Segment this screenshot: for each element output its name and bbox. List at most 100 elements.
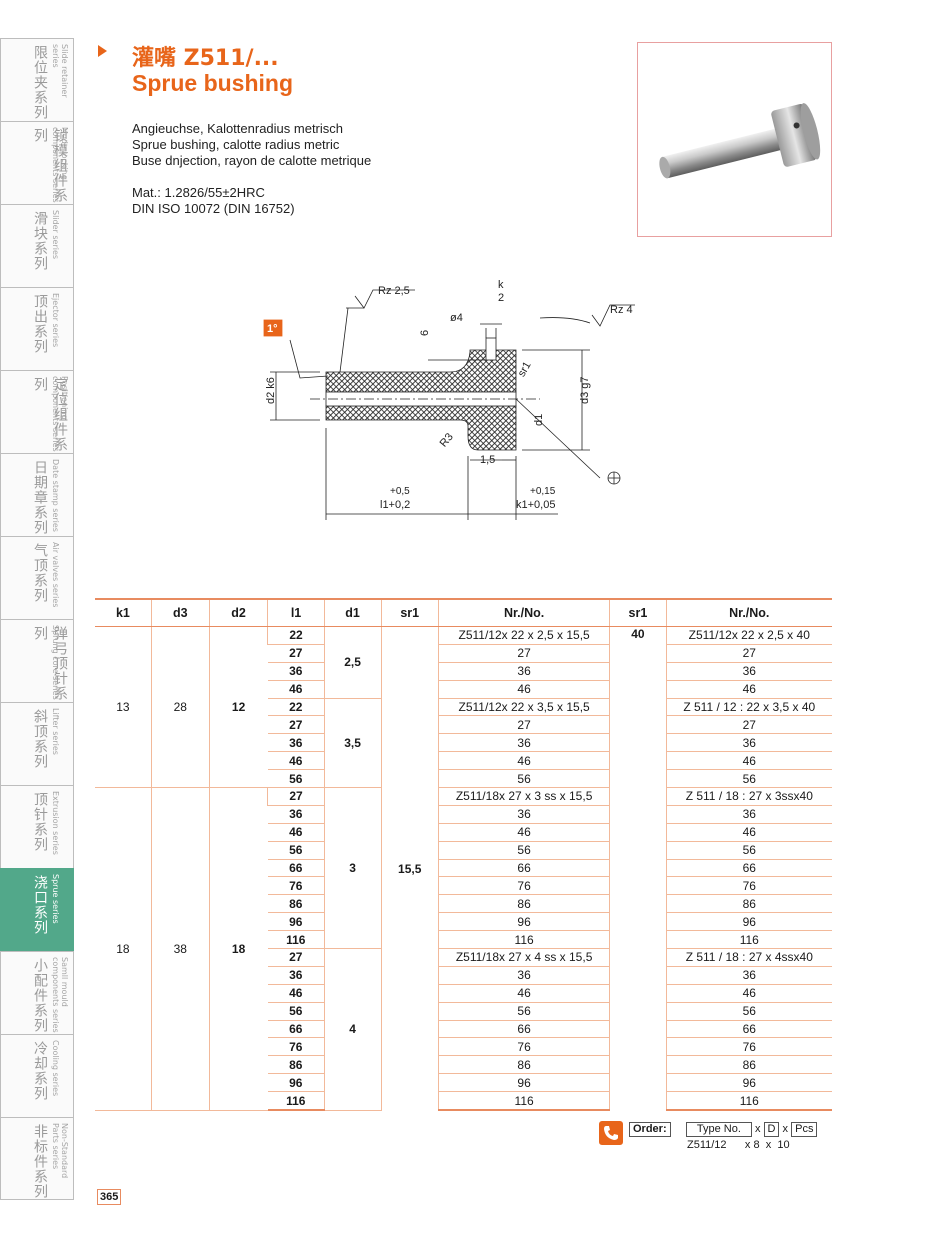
header-k1: k1 xyxy=(95,598,152,627)
cell-nr-1: 96 xyxy=(437,1073,610,1093)
cell-l1: 36 xyxy=(267,805,325,824)
sidebar-tab-en: Non-Standard Parts series xyxy=(51,1123,69,1179)
sprue-bushing-image xyxy=(659,103,821,179)
sidebar-tab-zh: 小配件系列 xyxy=(32,958,48,1033)
cell-nr-1: Z511/18x 27 x 3 ss x 15,5 xyxy=(437,787,610,806)
header-d2: d2 xyxy=(208,598,268,627)
k1-label: k1+0,05 xyxy=(516,499,555,511)
k-label: k xyxy=(498,279,504,291)
sidebar-tab-en: Samll mould components series xyxy=(51,957,69,1033)
rz-4-label: Rz 4 xyxy=(610,304,633,316)
cell-k1: 18 xyxy=(95,787,152,1111)
l1-label: l1+0,2 xyxy=(380,499,410,511)
cell-l1: 27 xyxy=(267,715,325,735)
standard-line: DIN ISO 10072 (DIN 16752) xyxy=(132,201,295,216)
cell-l1: 46 xyxy=(267,680,325,699)
cell-l1: 22 xyxy=(267,698,325,717)
order-example: Z511/12 x 8 x 10 xyxy=(629,1139,817,1151)
cell-l1: 27 xyxy=(267,787,325,806)
cell-l1: 46 xyxy=(267,823,325,842)
d1-label: d1 xyxy=(533,414,545,426)
header-d1: d1 xyxy=(323,598,382,627)
sidebar-tab-zh: 气顶系列 xyxy=(32,543,48,603)
order-x1: x xyxy=(754,1123,761,1135)
sidebar-tab-en: Cooling series xyxy=(51,1040,60,1097)
d2-label: d2 k6 xyxy=(265,377,277,404)
cell-nr-1: 76 xyxy=(437,876,610,896)
cell-d1: 3 xyxy=(323,787,382,950)
cell-nr-2: 86 xyxy=(665,894,832,914)
cell-nr-1: 46 xyxy=(437,751,610,771)
header-d3: d3 xyxy=(150,598,210,627)
order-pcs-box: Pcs xyxy=(791,1122,818,1137)
sidebar-tab-zh: 锁模组件系列 xyxy=(32,128,68,203)
description-line-1: Angieuchse, Kalottenradius metrisch xyxy=(132,121,344,136)
title-english: Sprue bushing xyxy=(132,70,293,96)
cell-nr-1: 56 xyxy=(437,841,610,860)
cell-nr-2: Z 511 / 18 : 27 x 3ssx40 xyxy=(665,787,832,806)
cell-l1: 27 xyxy=(267,948,325,967)
sidebar-tab-en: Date stamp series xyxy=(51,459,60,532)
cell-d2: 18 xyxy=(208,787,268,1111)
sidebar-tab-en: Slide retainer series xyxy=(51,44,69,98)
cell-nr-2: 76 xyxy=(665,876,832,896)
phone-icon xyxy=(599,1121,623,1145)
cell-l1: 76 xyxy=(267,876,325,896)
cell-l1: 56 xyxy=(267,1002,325,1021)
cell-nr-1: 56 xyxy=(437,769,610,789)
description-line-3: Buse dnjection, rayon de calotte metriqu… xyxy=(132,153,372,168)
cell-nr-2: 36 xyxy=(665,966,832,985)
cell-l1: 22 xyxy=(267,626,325,645)
sidebar-tab-en: Positioning components series xyxy=(51,376,69,452)
cell-l1: 76 xyxy=(267,1037,325,1057)
k1-tolerance-label: +0,15 xyxy=(530,486,556,497)
cell-nr-1: 66 xyxy=(437,859,610,878)
cell-nr-1: 36 xyxy=(437,966,610,985)
cell-nr-1: 46 xyxy=(437,984,610,1003)
cell-nr-1: 96 xyxy=(437,912,610,932)
cell-l1: 36 xyxy=(267,662,325,681)
cell-nr-1: 36 xyxy=(437,662,610,681)
cell-d1: 3,5 xyxy=(323,698,382,789)
cell-nr-2: 36 xyxy=(665,805,832,824)
six-label: 6 xyxy=(419,330,431,336)
cell-sr1-2: 40 xyxy=(609,626,667,1111)
sidebar-tab-zh: 定位组件系列 xyxy=(32,377,68,452)
cell-l1: 36 xyxy=(267,733,325,753)
cell-d3: 28 xyxy=(150,626,210,789)
cell-nr-1: 56 xyxy=(437,1002,610,1021)
cell-nr-2: 46 xyxy=(665,823,832,842)
sidebar-tab-zh: 限位夹系列 xyxy=(32,45,48,120)
cell-nr-2: 66 xyxy=(665,1020,832,1039)
angle-label: 1° xyxy=(267,323,278,335)
cell-nr-2: 56 xyxy=(665,769,832,789)
